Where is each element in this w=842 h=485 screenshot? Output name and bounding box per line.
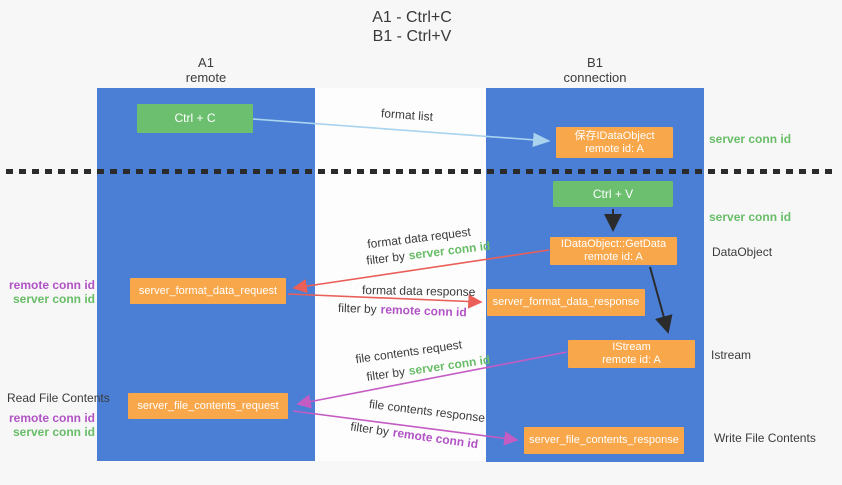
annotation-left-conn-ids-2: remote conn id server conn id	[8, 411, 95, 439]
node-ctrl-v-label: Ctrl + V	[592, 186, 634, 201]
title-line-2: B1 - Ctrl+V	[372, 28, 452, 45]
lane-b-subtitle: connection	[563, 70, 627, 85]
node-server-file-contents-response: server_file_contents_response	[524, 427, 684, 454]
node-server-file-contents-request-label: server_file_contents_request	[137, 399, 279, 412]
remote-conn-id-key: remote conn id	[380, 302, 467, 320]
node-server-format-data-request: server_format_data_request	[130, 278, 286, 304]
annotation-remote-conn-id-1: remote conn id	[8, 278, 95, 292]
node-istream-line2: remote id: A	[602, 354, 661, 366]
lane-b-name: B1	[587, 55, 603, 70]
lane-b-header: B1 connection	[486, 55, 704, 85]
annotation-server-conn-id-1: server conn id	[12, 292, 95, 306]
lane-a-name: A1	[198, 55, 214, 70]
node-save-idataobject-line1: 保存IDataObject	[574, 129, 655, 142]
annotation-server-conn-id-mid: server conn id	[709, 210, 792, 224]
node-idataobject-getdata: IDataObject::GetData remote id: A	[550, 237, 677, 265]
annotation-write-file-contents: Write File Contents	[714, 431, 816, 445]
node-server-format-data-response-label: server_format_data_response	[492, 296, 640, 308]
node-ctrl-v: Ctrl + V	[553, 181, 673, 207]
annotation-server-conn-id-2: server conn id	[12, 425, 95, 439]
node-idataobject-getdata-line1: IDataObject::GetData	[560, 238, 667, 250]
lane-a-header: A1 remote	[97, 55, 315, 85]
node-save-idataobject-line2: remote id: A	[585, 142, 644, 155]
title-line-1: A1 - Ctrl+C	[372, 9, 452, 26]
node-server-file-contents-response-label: server_file_contents_response	[529, 434, 679, 446]
node-idataobject-getdata-line2: remote id: A	[584, 251, 643, 263]
annotation-dataobject: DataObject	[712, 245, 773, 259]
node-ctrl-c: Ctrl + C	[137, 104, 253, 133]
session-divider-dotted-line	[6, 169, 836, 174]
lane-a-subtitle: remote	[185, 70, 227, 85]
flow-label-format-data-response: format data response	[361, 283, 476, 300]
node-ctrl-c-label: Ctrl + C	[174, 111, 216, 125]
annotation-remote-conn-id-2: remote conn id	[8, 411, 95, 425]
annotation-istream: Istream	[711, 348, 752, 362]
node-istream: IStream remote id: A	[568, 340, 695, 368]
node-server-format-data-request-label: server_format_data_request	[138, 284, 278, 297]
annotation-read-file-contents: Read File Contents	[7, 391, 110, 405]
annotation-server-conn-id-top: server conn id	[709, 132, 792, 146]
node-istream-line1: IStream	[612, 341, 651, 353]
annotation-left-conn-ids-1: remote conn id server conn id	[8, 278, 95, 306]
diagram-title: A1 - Ctrl+C B1 - Ctrl+V	[292, 8, 532, 46]
node-server-format-data-response: server_format_data_response	[487, 289, 645, 316]
filter-by-text: filter by	[337, 300, 377, 317]
node-server-file-contents-request: server_file_contents_request	[128, 393, 288, 419]
node-save-idataobject: 保存IDataObject remote id: A	[556, 127, 673, 158]
